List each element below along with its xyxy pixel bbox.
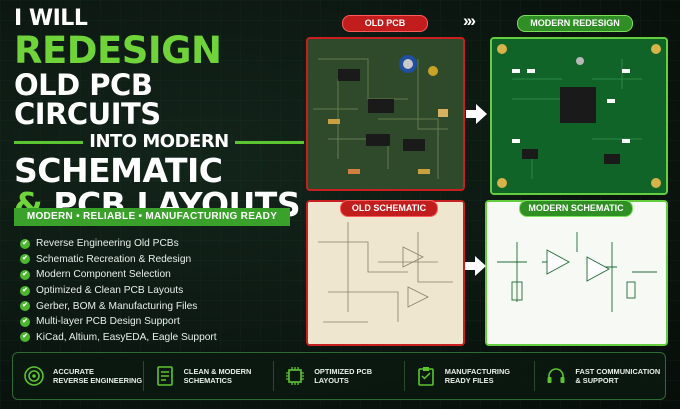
feature-item: ✔ Gerber, BOM & Manufacturing Files [20,298,217,314]
feature-item: ✔ Optimized & Clean PCB Layouts [20,283,217,299]
benefits-bar: ACCURATE REVERSE ENGINEERING CLEAN & MOD… [12,352,666,400]
feature-text: Schematic Recreation & Redesign [36,253,192,265]
benefit-text: OPTIMIZED PCB LAYOUTS [314,366,373,385]
benefit-item: OPTIMIZED PCB LAYOUTS [274,361,405,391]
target-icon [24,366,44,386]
feature-text: Gerber, BOM & Manufacturing Files [36,300,198,312]
tagline-ribbon: MODERN • RELIABLE • MANUFACTURING READY [14,208,290,226]
check-icon: ✔ [20,301,30,312]
headline-line2: REDESIGN [14,29,222,72]
divider-line [14,140,84,144]
benefit-text: CLEAN & MODERN SCHEMATICS [183,366,252,385]
feature-text: Reverse Engineering Old PCBs [36,238,179,250]
benefit-text: MANUFACTURING READY FILES [444,366,511,385]
modern-schematic-image [485,200,668,346]
headset-icon [547,368,565,383]
feature-item: ✔ Multi-layer PCB Design Support [20,314,217,330]
modern-redesign-label: MODERN REDESIGN [517,15,633,32]
feature-item: ✔ Reverse Engineering Old PCBs [20,236,217,252]
document-icon [156,366,173,386]
feature-text: KiCad, Altium, EasyEDA, Eagle Support [36,331,217,343]
benefit-item: FAST COMMUNICATION & SUPPORT [535,361,665,391]
feature-list: ✔ Reverse Engineering Old PCBs ✔ Schematic… [20,236,217,345]
old-schematic-label: OLD SCHEMATIC [340,200,438,217]
chevrons-icon: ››› [463,11,476,30]
modern-pcb-image [490,37,668,195]
old-pcb-image [306,37,465,191]
headline-line4: INTO MODERN [89,131,229,152]
check-icon: ✔ [20,269,30,280]
feature-text: Multi-layer PCB Design Support [36,316,180,328]
benefit-text: ACCURATE REVERSE ENGINEERING [53,366,143,385]
feature-text: Modern Component Selection [36,269,171,281]
arrow-right-icon [466,104,487,124]
headline: I WILL REDESIGN OLD PCB CIRCUITS INTO MO… [14,6,305,221]
headline-line5: SCHEMATIC [14,151,223,190]
clipboard-icon [417,367,434,386]
check-icon: ✔ [20,254,30,265]
feature-item: ✔ Schematic Recreation & Redesign [20,252,217,268]
headline-line1: I WILL [14,6,88,31]
arrow-right-icon [465,256,486,276]
headline-line3: OLD PCB CIRCUITS [14,68,161,131]
feature-text: Optimized & Clean PCB Layouts [36,285,184,297]
benefit-item: CLEAN & MODERN SCHEMATICS [144,361,275,391]
modern-schematic-label: MODERN SCHEMATIC [519,200,633,217]
benefit-item: ACCURATE REVERSE ENGINEERING [13,361,144,391]
divider-line [234,140,305,144]
feature-item: ✔ Modern Component Selection [20,267,217,283]
benefit-item: MANUFACTURING READY FILES [405,361,536,391]
check-icon: ✔ [20,316,30,327]
check-icon: ✔ [20,285,30,296]
chip-icon [286,367,305,385]
headline-line4-row: INTO MODERN [14,131,305,152]
check-icon: ✔ [20,332,30,343]
old-pcb-label: OLD PCB [342,15,428,32]
old-schematic-image [306,200,465,346]
check-icon: ✔ [20,238,30,249]
feature-item: ✔ KiCad, Altium, EasyEDA, Eagle Support [20,330,217,346]
benefit-text: FAST COMMUNICATION & SUPPORT [575,366,661,385]
